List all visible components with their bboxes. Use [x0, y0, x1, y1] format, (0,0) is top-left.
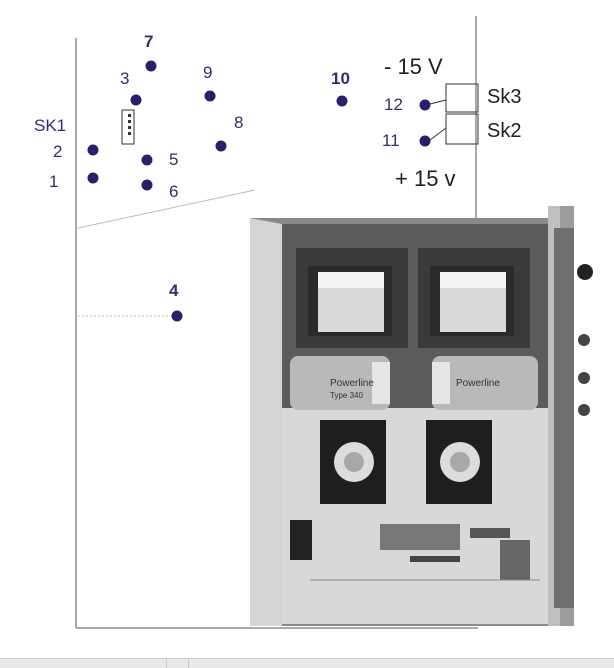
bottom-bar-segment: [0, 659, 167, 668]
pin-12-label: 12: [384, 95, 403, 114]
sk3-box: [445, 83, 479, 113]
pin-3-label: 3: [120, 69, 130, 88]
pin-9-dot: [204, 90, 216, 102]
pin-5-dot: [141, 154, 153, 166]
pin-6-dot: [141, 179, 153, 191]
capacitor-left: Powerline Type 340: [290, 356, 390, 410]
pin-8-dot: [215, 140, 227, 152]
power-supply-photo: Powerline Type 340 Powerline: [250, 206, 593, 626]
bottom-bar-segment: [166, 659, 189, 668]
terminal-block: [290, 520, 312, 560]
pin-1-label: 1: [49, 172, 59, 191]
capacitor-right-label: Powerline: [456, 378, 500, 389]
pin-7-label: 7: [144, 32, 154, 51]
pin-11-label: 11: [382, 131, 400, 150]
pin-8-label: 8: [234, 113, 244, 132]
bottom-bar: [0, 658, 614, 668]
minus-15v-label: - 15 V: [384, 54, 443, 79]
pin-10-dot: [336, 95, 348, 107]
capacitor-left-label: Powerline: [330, 378, 374, 389]
sk2-label: Sk2: [487, 120, 522, 142]
heatsink-left: [320, 420, 386, 504]
pin-2-label: 2: [53, 142, 63, 161]
pin-12-lead: [429, 99, 447, 105]
sk1-component: [121, 109, 135, 145]
pin-11-lead: [429, 127, 447, 141]
pin-3-dot: [130, 94, 142, 106]
chassis-left-wall: [250, 218, 282, 626]
sk3-label: Sk3: [487, 86, 522, 108]
pin-2-dot: [87, 144, 99, 156]
plus-15v-label: + 15 v: [395, 166, 456, 191]
pin-7-dot: [145, 60, 157, 72]
pin-4-label: 4: [169, 281, 179, 300]
pin-9-label: 9: [203, 63, 213, 82]
transformer-left: [296, 248, 408, 348]
panel-knob: [577, 264, 593, 280]
pin-11-dot: [419, 135, 431, 147]
pin-1-dot: [87, 172, 99, 184]
pin-5-label: 5: [169, 150, 179, 169]
sk2-box: [445, 113, 479, 145]
transformer-right: [418, 248, 530, 348]
pin-6-label: 6: [169, 182, 179, 201]
heatsink-right: [426, 420, 492, 504]
faint-wire: [77, 189, 256, 229]
capacitor-left-type: Type 340: [330, 391, 363, 400]
capacitor-right: Powerline: [432, 356, 538, 410]
pin-4-dot: [171, 310, 183, 322]
pin-10-label: 10: [331, 69, 350, 88]
sk1-label: SK1: [34, 116, 67, 135]
pin-12-dot: [419, 99, 431, 111]
